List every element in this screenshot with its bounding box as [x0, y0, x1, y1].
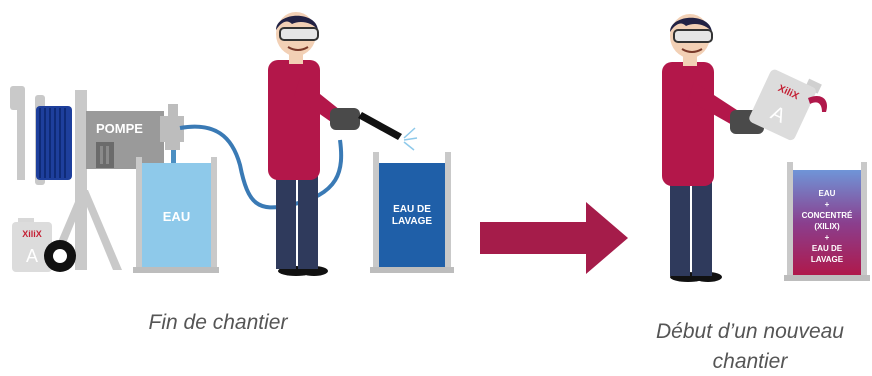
- caption-right-line2: chantier: [712, 350, 788, 373]
- jerrycan-tilted: XiliX A: [749, 69, 822, 141]
- wash-bucket: EAU DE LAVAGE: [370, 152, 454, 273]
- mix-bucket: EAU + CONCENTRÉ (XILIX) + EAU DE LAVAGE: [784, 162, 870, 281]
- mix-bucket-line: +: [825, 200, 830, 209]
- concentrate-pour: [808, 95, 828, 112]
- transition-arrow: [480, 202, 628, 274]
- bucket-label-line1: EAU DE: [393, 204, 431, 215]
- jerrycan-brand-left: XiliX: [22, 229, 42, 239]
- mix-bucket-line: LAVAGE: [811, 255, 844, 264]
- hose: [179, 124, 344, 210]
- person-right: [662, 14, 764, 282]
- pump-label: POMPE: [96, 121, 143, 136]
- mix-bucket-text: EAU + CONCENTRÉ (XILIX) + EAU DE LAVAGE: [802, 189, 853, 264]
- water-tank: EAU: [133, 157, 219, 273]
- pump-body: POMPE: [86, 104, 184, 169]
- caption-left: Fin de chantier: [148, 311, 288, 334]
- mix-bucket-line: EAU DE: [812, 244, 843, 253]
- person-left: [268, 12, 360, 276]
- mix-bucket-line: CONCENTRÉ: [802, 211, 853, 220]
- caption-right-line1: Début d’un nouveau: [656, 320, 844, 343]
- wheel: [44, 240, 76, 272]
- mix-bucket-line: (XILIX): [814, 222, 840, 231]
- tank-label: EAU: [163, 209, 190, 224]
- mix-bucket-line: EAU: [819, 189, 836, 198]
- mix-bucket-line: +: [825, 233, 830, 242]
- bucket-label-line2: LAVAGE: [392, 216, 433, 227]
- jerrycan-small: XiliX A: [12, 218, 52, 272]
- spray-lance: [358, 112, 418, 151]
- jerrycan-letter-left: A: [26, 246, 38, 266]
- hose-reel: [36, 106, 72, 180]
